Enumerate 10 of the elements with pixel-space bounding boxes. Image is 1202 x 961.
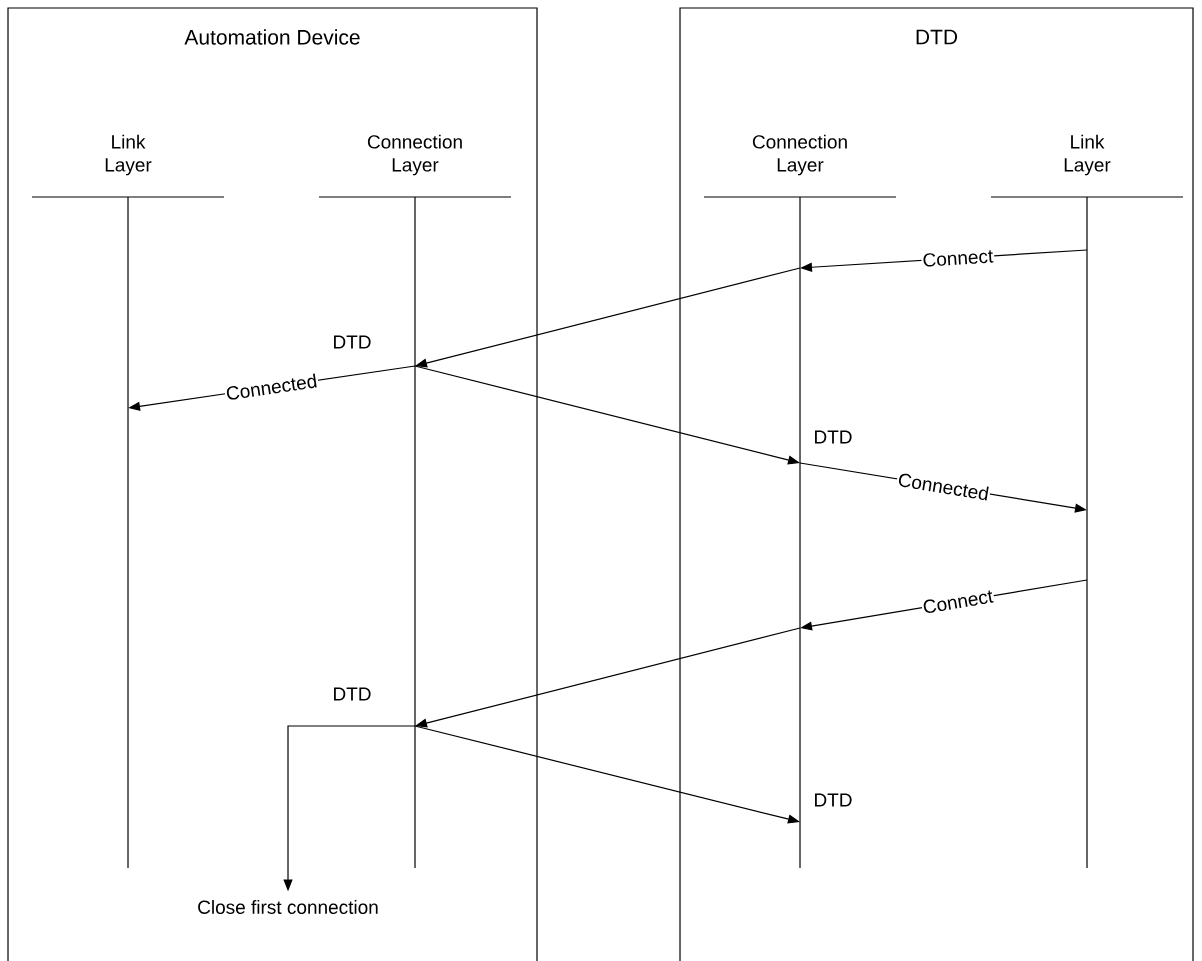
message-label: DTD — [815, 793, 852, 807]
message-label: DTD — [334, 335, 371, 349]
edge-label: Connect — [923, 250, 994, 267]
message-label: DTD — [334, 687, 371, 701]
note-text: Close first connection — [198, 900, 378, 914]
edge-label: Connected — [898, 473, 989, 501]
lifeline: Link Layer — [31, 134, 225, 869]
message-label: DTD — [815, 430, 852, 444]
edge-label: Connected — [226, 373, 317, 400]
edge-label: Connect — [923, 590, 994, 613]
